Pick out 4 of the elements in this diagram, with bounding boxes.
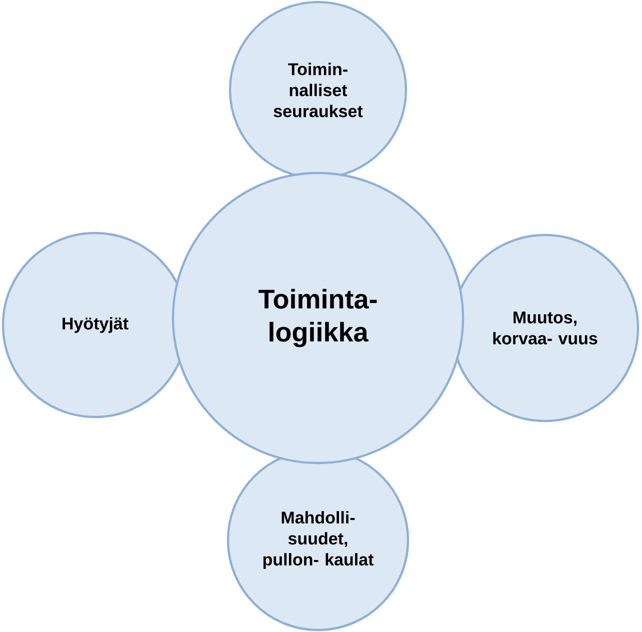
circle-node: Mahdolli- suudet, pullon- kaulat: [226, 448, 410, 632]
circle-node: Muutos, korvaa- vuus: [450, 234, 640, 422]
circle-node: Toimin- nalliset seuraukset: [228, 0, 408, 180]
circle-node: Hyötyjät: [2, 232, 188, 418]
